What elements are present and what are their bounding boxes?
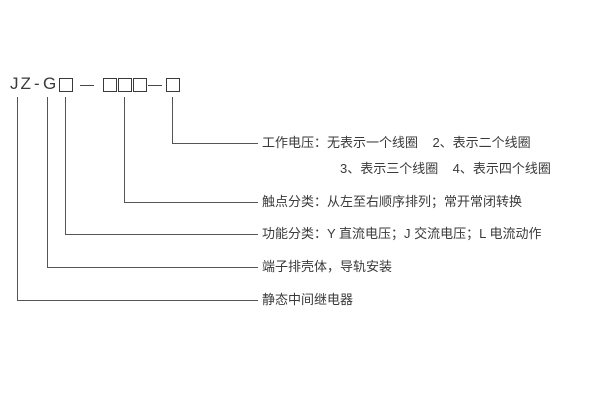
- label-housing: 端子排壳体，导轨安装: [262, 259, 393, 274]
- connector-contact: [124, 97, 258, 203]
- placeholder-box-function: [59, 78, 73, 92]
- connector-relay-type: [17, 97, 258, 301]
- label-relay-type: 静态中间继电器: [262, 292, 354, 307]
- model-code-prefix: JZ: [10, 74, 33, 93]
- placeholder-box-voltage: [166, 78, 180, 92]
- placeholder-box-contact-1: [103, 78, 117, 92]
- label-function-classification: 功能分类：Y 直流电压；J 交流电压；L 电流动作: [262, 226, 542, 241]
- connector-working-voltage: [172, 97, 258, 144]
- connector-function: [65, 97, 258, 235]
- model-code-dash-3: —: [148, 76, 162, 92]
- model-code-dash-2: —: [80, 76, 94, 92]
- label-working-voltage-line2: 3、表示三个线圈 4、表示四个线圈: [340, 161, 551, 176]
- connector-housing: [47, 97, 258, 268]
- model-code-letter-g: G: [43, 74, 57, 93]
- placeholder-box-contact-3: [133, 78, 147, 92]
- placeholder-box-contact-2: [118, 78, 132, 92]
- label-contact-classification: 触点分类：从左至右顺序排列；常开常闭转换: [262, 194, 523, 209]
- label-working-voltage-line1: 工作电压：无表示一个线圈 2、表示二个线圈: [262, 135, 531, 150]
- model-code-dash-1: -: [34, 74, 40, 93]
